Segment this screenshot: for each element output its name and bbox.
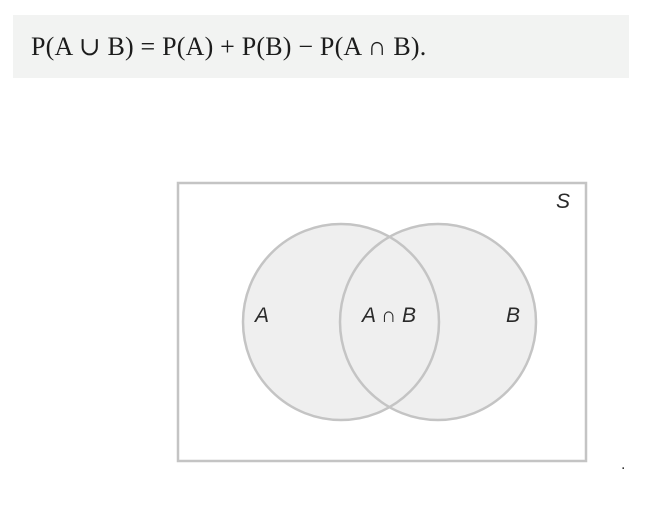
set-a-label: A — [253, 304, 269, 327]
formula-box: P(A ∪ B) = P(A) + P(B) − P(A ∩ B). — [13, 15, 629, 78]
set-a-circle — [241, 222, 441, 422]
set-b-label: B — [506, 304, 520, 327]
trailing-period: . — [621, 456, 626, 473]
universe-label: S — [556, 190, 570, 213]
formula-text: P(A ∪ B) = P(A) + P(B) − P(A ∩ B). — [31, 31, 427, 61]
set-b-circle — [338, 222, 538, 422]
intersection-label: A ∩ B — [360, 304, 416, 327]
